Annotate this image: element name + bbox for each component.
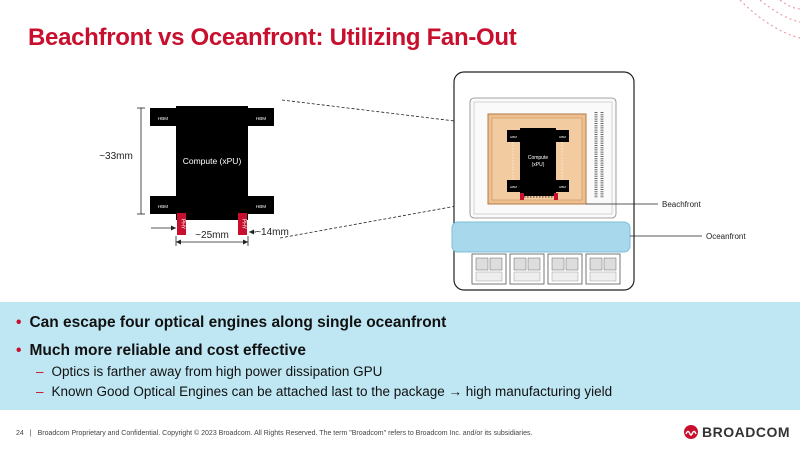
optical-engine (509, 253, 545, 285)
sub-bullet-item: –Known Good Optical Engines can be attac… (36, 384, 612, 399)
hbm-label: HBM (158, 116, 168, 121)
width-dimension-label: ~25mm (195, 230, 229, 241)
hbm-label: HBM (158, 204, 168, 209)
bullet-marker: • (16, 314, 22, 331)
slide-title: Beachfront vs Oceanfront: Utilizing Fan-… (28, 24, 517, 51)
hbm-stack (556, 130, 569, 142)
sub-bullet-marker: – (36, 364, 44, 379)
beachfront-label: Beachfront (662, 200, 701, 209)
phy-label: PHY (241, 219, 247, 230)
hbm-stack (507, 180, 520, 192)
compute-die (176, 106, 248, 220)
decorative-dots-graphic (739, 0, 800, 39)
hbm-stack (507, 130, 520, 142)
sub-bullet-item: –Optics is farther away from high power … (36, 364, 382, 379)
oceanfront-region (451, 221, 631, 253)
bullet-text: Can escape four optical engines along si… (29, 314, 447, 331)
phy-gap-dimension-label: ~14mm (255, 227, 289, 238)
footer-text: Broadcom Proprietary and Confidential. C… (37, 430, 533, 437)
sub-bullet-text: Optics is farther away from high power d… (51, 364, 383, 379)
bullet-panel: • Can escape four optical engines along s… (0, 302, 800, 410)
broadcom-logo-text: BROADCOM (702, 424, 790, 440)
sub-bullet-marker: – (36, 384, 44, 399)
phy-block (554, 193, 558, 200)
hbm-stack (248, 108, 274, 126)
phy-block (238, 213, 247, 235)
compute-label: Compute (528, 155, 549, 161)
package-diagram: Compute (xPU) HBM HBM HBM HBM PHY PHY ~3… (99, 71, 746, 291)
broadcom-logo-icon (684, 425, 698, 439)
optical-engine (471, 253, 507, 285)
bullet-text: Much more reliable and cost effective (29, 342, 306, 359)
optical-engines (471, 253, 621, 285)
compute-label: (xPU) (532, 162, 545, 168)
phy-label: PHY (180, 219, 186, 230)
footer-separator: | (29, 430, 32, 437)
footer: 24 | Broadcom Proprietary and Confidential… (16, 430, 532, 437)
bullet-item: • Much more reliable and cost effective (16, 342, 306, 360)
hbm-label: HBM (510, 135, 517, 139)
compute-label: Compute (xPU) (183, 156, 242, 166)
page-number: 24 (16, 430, 24, 437)
hbm-label: HBM (256, 116, 266, 121)
oceanfront-label: Oceanfront (706, 232, 746, 241)
right-package-diagram: Compute (xPU) HBM HBM HBM HBM Beachfront… (451, 71, 746, 291)
height-dimension-label: ~33mm (99, 151, 133, 162)
compute-die (520, 128, 556, 196)
optical-engine (547, 253, 583, 285)
phy-block (520, 193, 524, 200)
optical-engine (585, 253, 621, 285)
hbm-stack (150, 108, 176, 126)
hbm-stack (248, 196, 274, 214)
sub-bullet-text: Known Good Optical Engines can be attach… (51, 384, 613, 399)
phy-block (177, 213, 186, 235)
hbm-stack (556, 180, 569, 192)
hbm-stack (150, 196, 176, 214)
hbm-label: HBM (559, 135, 566, 139)
left-package-diagram: Compute (xPU) HBM HBM HBM HBM PHY PHY ~3… (99, 99, 507, 246)
bullet-item: • Can escape four optical engines along s… (16, 314, 446, 332)
hbm-label: HBM (256, 204, 266, 209)
hbm-label: HBM (559, 185, 566, 189)
hbm-label: HBM (510, 185, 517, 189)
bullet-marker: • (16, 342, 22, 359)
